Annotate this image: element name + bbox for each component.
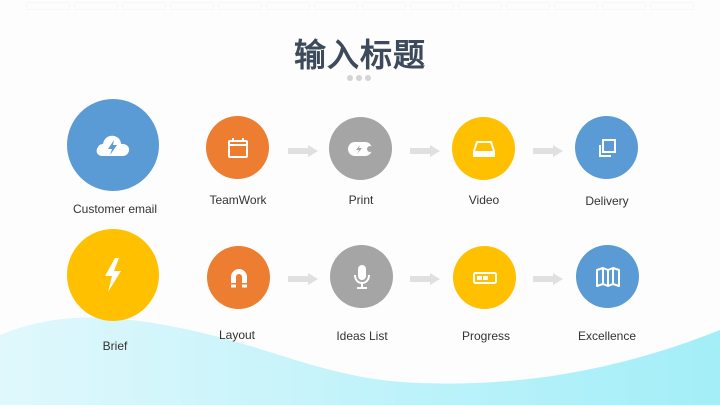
ideas-list-label: Ideas List	[336, 329, 388, 343]
microphone-icon	[353, 264, 370, 289]
arrow-icon	[288, 273, 318, 285]
teamwork-circle	[206, 116, 269, 179]
arrow-icon	[410, 145, 440, 157]
brief-label: Brief	[102, 339, 128, 353]
excellence-label: Excellence	[577, 329, 637, 343]
print-label: Print	[348, 193, 374, 207]
video-label: Video	[468, 193, 500, 207]
customer-email-label: Customer email	[72, 202, 158, 216]
delivery-label: Delivery	[585, 194, 629, 208]
progress-label: Progress	[461, 329, 511, 343]
calendar-icon	[227, 137, 248, 158]
teamwork-label: TeamWork	[209, 193, 267, 207]
customer-email-circle	[67, 99, 159, 191]
background-wave	[0, 317, 720, 405]
copy-icon	[598, 138, 616, 157]
page-title: 输入标题	[293, 36, 426, 74]
arrow-icon	[288, 145, 318, 157]
layout-circle	[207, 246, 270, 309]
video-circle	[452, 117, 515, 180]
magnet-icon	[230, 268, 247, 287]
top-decoration	[0, 0, 720, 14]
excellence-circle	[576, 245, 639, 308]
arrow-icon	[533, 145, 563, 157]
battery-charging-icon	[347, 141, 373, 156]
lightning-icon	[105, 258, 121, 292]
arrow-icon	[533, 273, 563, 285]
delivery-circle	[575, 116, 638, 179]
arrow-icon	[410, 273, 440, 285]
layout-label: Layout	[218, 328, 256, 342]
print-circle	[329, 117, 392, 180]
map-icon	[595, 266, 620, 287]
toggle-icon	[472, 271, 497, 284]
hard-drive-icon	[472, 140, 495, 157]
brief-circle	[67, 229, 159, 321]
cloud-lightning-icon	[96, 135, 130, 156]
progress-circle	[453, 246, 516, 309]
ideas-list-circle	[330, 245, 393, 308]
title-dots	[347, 75, 371, 81]
